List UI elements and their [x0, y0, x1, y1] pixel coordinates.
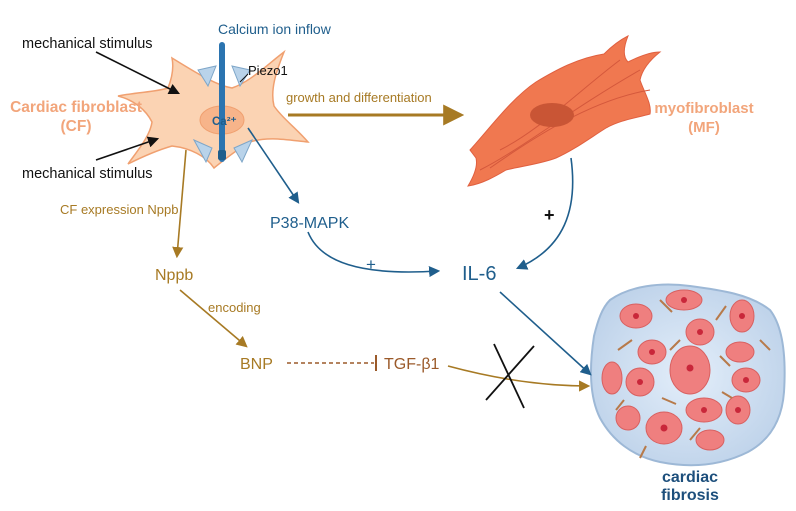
cf-title: Cardiac fibroblast: [10, 99, 142, 116]
il6-label: IL-6: [462, 263, 496, 285]
il6-fibrosis-arrow: [499, 291, 592, 376]
plus-right-label: +: [544, 205, 555, 225]
mech-stimulus-bottom-label: mechanical stimulus: [22, 166, 153, 182]
mech-stimulus-top-label: mechanical stimulus: [22, 36, 153, 52]
calcium-inflow-label: Calcium ion inflow: [218, 21, 332, 37]
fibrosis-title-line1: cardiac: [662, 469, 718, 486]
mech-top-arrow: [95, 51, 181, 95]
p38-il6-arrow: [307, 231, 441, 278]
mf-abbrev: (MF): [688, 119, 720, 136]
calcium-label: Ca²⁺: [212, 116, 237, 128]
cf-nppb-arrow: [172, 149, 187, 259]
encoding-label: encoding: [208, 300, 261, 315]
cardiac-fibrosis-tissue: [589, 283, 786, 467]
mech-bottom-arrow: [95, 136, 160, 161]
arrows: [95, 51, 592, 409]
block-cross-a: [485, 345, 535, 401]
fibrosis-title-line2: fibrosis: [661, 487, 719, 504]
p38-label: P38-MAPK: [270, 215, 349, 232]
growth-label: growth and differentiation: [286, 90, 432, 105]
p38-arrow: [247, 127, 300, 204]
tgf-label: TGF-β1: [384, 356, 440, 373]
nppb-bnp-arrow: [179, 289, 248, 348]
piezo1-channel-icon: [192, 42, 253, 164]
piezo1-label: Piezo1: [248, 63, 288, 78]
bnp-label: BNP: [240, 356, 273, 373]
nppb-label: Nppb: [155, 267, 193, 284]
cf-expression-label: CF expression Nppb: [60, 202, 179, 217]
tgf-fibrosis-arrow: [447, 365, 591, 392]
plus-left-label: +: [366, 255, 376, 274]
block-cross-b: [493, 343, 525, 409]
cf-abbrev: (CF): [61, 118, 92, 135]
mf-il6-arrow: [515, 157, 574, 270]
mf-title: myofibroblast: [654, 100, 753, 117]
myofibroblast-cell: [467, 34, 662, 187]
